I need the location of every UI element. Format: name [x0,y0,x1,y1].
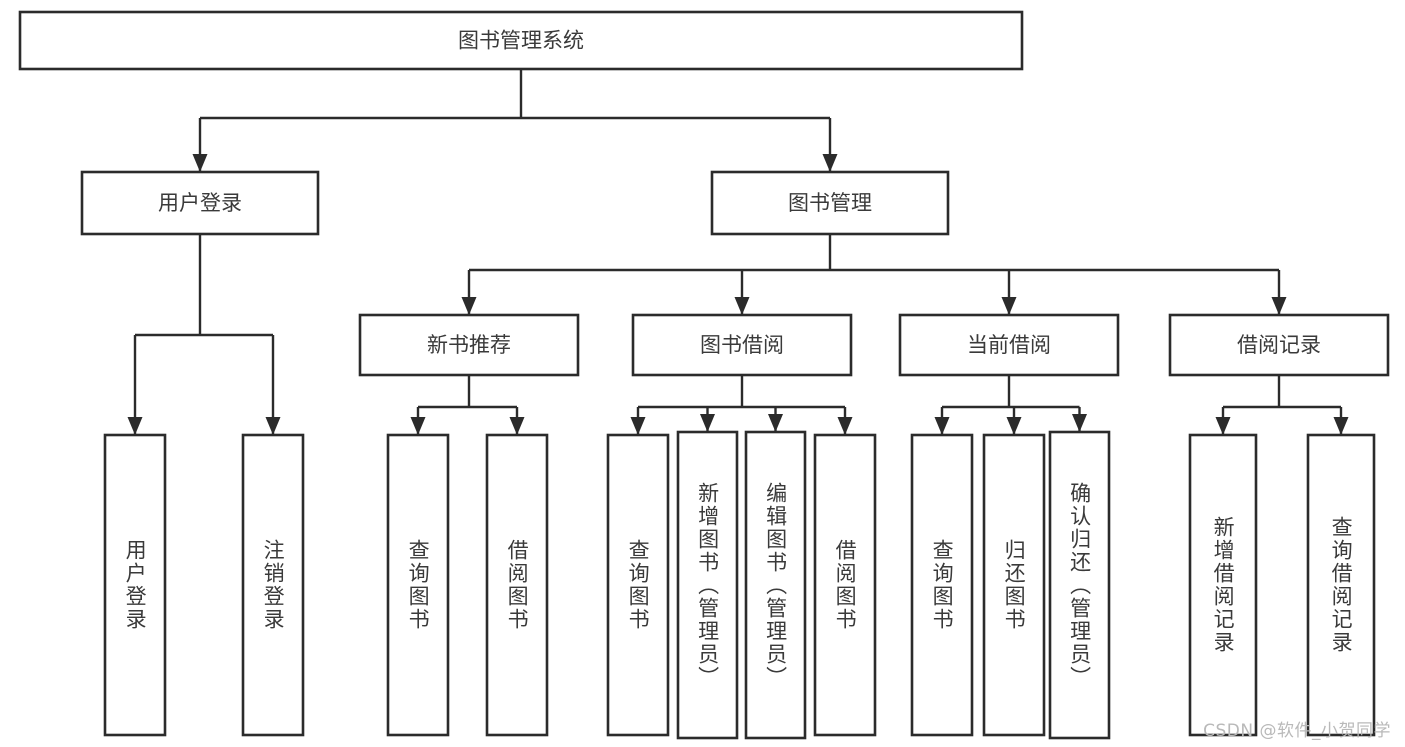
arrow-head-icon [1072,414,1087,432]
node-leaf-11[interactable] [1188,433,1258,737]
node-box[interactable] [631,313,853,377]
arrow-head-icon [461,297,477,315]
node-box[interactable] [910,433,974,737]
node-l2-1[interactable]: 图书借阅 [631,313,853,377]
arrow-head-icon [700,414,715,432]
arrow-head-icon [734,297,750,315]
node-box[interactable] [485,433,549,737]
node-box[interactable] [103,433,167,737]
node-box[interactable] [80,170,320,236]
arrow-head-icon [1215,417,1231,435]
node-leaf-1[interactable] [241,433,305,737]
node-box[interactable] [1306,433,1376,737]
node-box[interactable] [710,170,950,236]
arrow-head-icon [1333,417,1349,435]
arrow-head-icon [127,417,143,435]
node-label: 借阅记录 [1237,333,1321,357]
node-box[interactable] [1048,430,1111,740]
node-label: 图书管理系统 [458,29,584,53]
node-box[interactable] [386,433,450,737]
arrow-head-icon [822,154,838,172]
node-leaf-5[interactable] [676,430,739,740]
arrow-head-icon [837,417,853,435]
node-box[interactable] [1168,313,1390,377]
arrow-head-icon [509,417,525,435]
arrow-head-icon [768,414,783,432]
node-box[interactable] [813,433,877,737]
node-label: 当前借阅 [967,333,1051,357]
node-label: 图书借阅 [700,333,784,357]
node-leaf-9[interactable] [982,433,1046,737]
node-leaf-12[interactable] [1306,433,1376,737]
node-leaf-8[interactable] [910,433,974,737]
node-l2-2[interactable]: 当前借阅 [898,313,1120,377]
node-label: 用户登录 [158,191,242,215]
node-label: 图书管理 [788,191,872,215]
arrow-head-icon [934,417,950,435]
arrow-head-icon [630,417,646,435]
node-leaf-2[interactable] [386,433,450,737]
node-box[interactable] [982,433,1046,737]
node-box[interactable] [1188,433,1258,737]
node-leaf-3[interactable] [485,433,549,737]
node-l1-0[interactable]: 用户登录 [80,170,320,236]
node-box[interactable] [241,433,305,737]
node-leaf-4[interactable] [606,433,670,737]
arrow-head-icon [1271,297,1287,315]
node-box[interactable] [18,10,1024,71]
node-box[interactable] [744,430,807,740]
node-box[interactable] [358,313,580,377]
arrow-head-icon [1001,297,1017,315]
node-leaf-6[interactable] [744,430,807,740]
arrow-head-icon [1006,417,1022,435]
node-leaf-7[interactable] [813,433,877,737]
arrow-head-icon [410,417,426,435]
arrow-head-icon [192,154,208,172]
node-box[interactable] [606,433,670,737]
node-leaf-10[interactable] [1048,430,1111,740]
node-l2-3[interactable]: 借阅记录 [1168,313,1390,377]
node-box[interactable] [676,430,739,740]
node-box[interactable] [898,313,1120,377]
edge-layer [127,69,1349,435]
node-label: 新书推荐 [427,333,511,357]
watermark: CSDN @软件_小贺同学 [1203,721,1391,741]
node-leaf-0[interactable] [103,433,167,737]
node-l1-1[interactable]: 图书管理 [710,170,950,236]
node-root[interactable]: 图书管理系统 [18,10,1024,71]
arrow-head-icon [265,417,281,435]
node-l2-0[interactable]: 新书推荐 [358,313,580,377]
